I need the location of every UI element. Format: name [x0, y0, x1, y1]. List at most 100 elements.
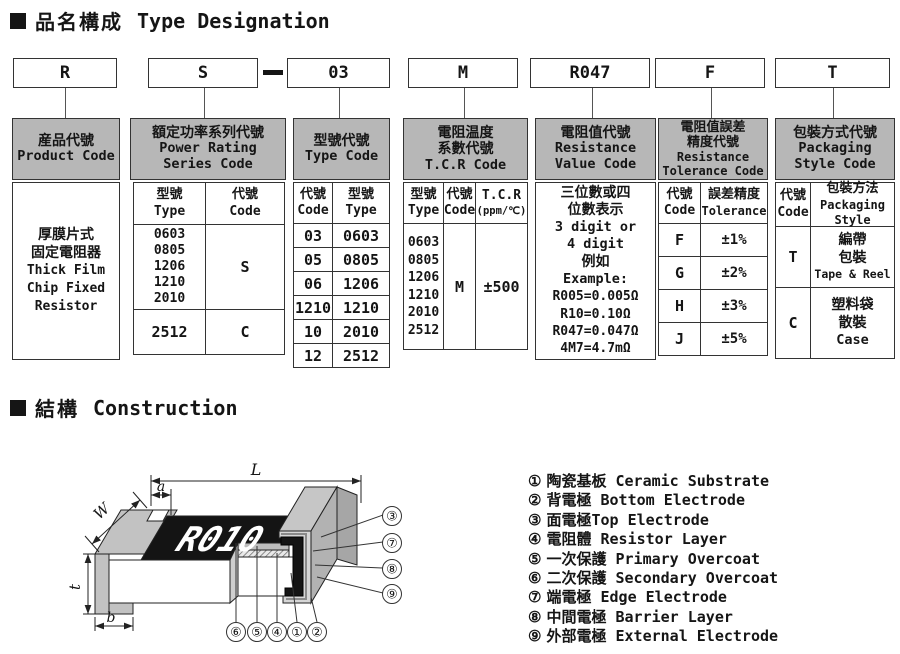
- resistor-marking: R010: [170, 520, 269, 559]
- table-cell: F: [659, 224, 701, 257]
- code-box-series: S: [148, 58, 258, 88]
- table-cell: ±2%: [701, 257, 767, 290]
- chip-marking-notch: [146, 509, 170, 522]
- table-cell-tcr: ±500: [483, 277, 520, 296]
- header-tolerance: 電阻值誤差 精度代號 Resistance Tolerance Code: [658, 118, 768, 180]
- table-cell: 06: [294, 272, 333, 296]
- dim-label-a: a: [157, 479, 165, 495]
- header-product-code: 産品代號 Product Code: [12, 118, 120, 180]
- table-cell: 10: [294, 320, 333, 344]
- table-cell: 1206: [333, 272, 389, 296]
- svg-text:R010: R010: [170, 520, 269, 559]
- title-cjk: 品名構成: [35, 10, 123, 34]
- product-description: 厚膜片式 固定電阻器 Thick Film Chip Fixed Resisto…: [12, 182, 120, 360]
- svg-text:③: ③: [386, 510, 398, 525]
- header-packaging: 包裝方式代號 Packaging Style Code: [775, 118, 895, 180]
- table-cell-code: C: [240, 323, 250, 341]
- table-cell: 2010: [333, 320, 389, 344]
- code-box-tcr: M: [408, 58, 518, 88]
- table-cell: 1210: [333, 296, 389, 320]
- title-en: Construction: [93, 395, 238, 420]
- svg-text:④: ④: [271, 626, 283, 641]
- svg-text:⑧: ⑧: [386, 563, 398, 578]
- code-box-packaging: T: [775, 58, 890, 88]
- title-en: Type Designation: [137, 8, 330, 33]
- table-cell-code: M: [444, 224, 476, 349]
- title-cjk: 結構: [35, 397, 79, 421]
- callouts-right: ③ ⑦ ⑧ ⑨: [382, 506, 402, 604]
- resistance-value-notes: 三位數或四 位數表示 3 digit or 4 digit 例如 Example…: [535, 182, 656, 360]
- table-cell: ±1%: [701, 224, 767, 257]
- header-power-rating: 額定功率系列代號 Power Rating Series Code: [130, 118, 286, 180]
- dim-label-L: L: [250, 460, 262, 479]
- svg-text:⑨: ⑨: [386, 588, 398, 603]
- svg-text:①: ①: [291, 626, 303, 641]
- connector-line: [464, 88, 465, 118]
- table-cell-code: C: [776, 288, 811, 358]
- section-title-construction: 結構 Construction: [10, 393, 238, 422]
- header-type-code: 型號代號 Type Code: [293, 118, 390, 180]
- title-square-icon: [10, 399, 26, 416]
- connector-line: [833, 88, 834, 118]
- table-cell-style: 編帶 包裝 Tape & Reel: [811, 227, 894, 288]
- svg-text:②: ②: [311, 626, 323, 641]
- table-cell-type: 2512: [134, 310, 206, 354]
- dim-label-t: t: [66, 583, 84, 590]
- termination-end-face: [336, 486, 358, 566]
- table-cell-style: 塑料袋 散裝 Case: [831, 297, 874, 349]
- dim-label-b: b: [107, 610, 116, 626]
- callouts-bottom: ⑥ ⑤ ④ ① ②: [226, 622, 327, 642]
- table-cell: 2512: [342, 346, 380, 365]
- svg-text:⑥: ⑥: [230, 626, 242, 641]
- table-cell: 03: [294, 224, 333, 248]
- table-cell: ±3%: [701, 290, 767, 323]
- barrier-layer-line: [281, 533, 307, 600]
- header-tcr-code: 電阻温度 系數代號 T.C.R Code: [403, 118, 528, 180]
- table-cell-code: T: [776, 227, 811, 288]
- code-box-type: 03: [287, 58, 390, 88]
- dim-label-W: W: [90, 498, 115, 523]
- table-cell: 1210: [294, 296, 333, 320]
- connector-line: [65, 88, 66, 118]
- title-square-icon: [10, 12, 26, 29]
- table-cell: 12: [294, 344, 333, 367]
- code-box-resistance: R047: [530, 58, 650, 88]
- connector-line: [711, 88, 712, 118]
- code-box-product: R: [13, 58, 117, 88]
- svg-text:⑦: ⑦: [386, 537, 398, 552]
- table-cell: 05: [294, 248, 333, 272]
- chip-front-face: [108, 559, 231, 604]
- table-cell: 0805: [333, 248, 389, 272]
- connector-line: [339, 88, 340, 118]
- construction-diagram: R010 L a W t b: [66, 460, 402, 642]
- col-head: T.C.R(ppm/℃): [476, 183, 527, 224]
- svg-text:⑤: ⑤: [251, 626, 263, 641]
- table-cell: 0603: [333, 224, 389, 248]
